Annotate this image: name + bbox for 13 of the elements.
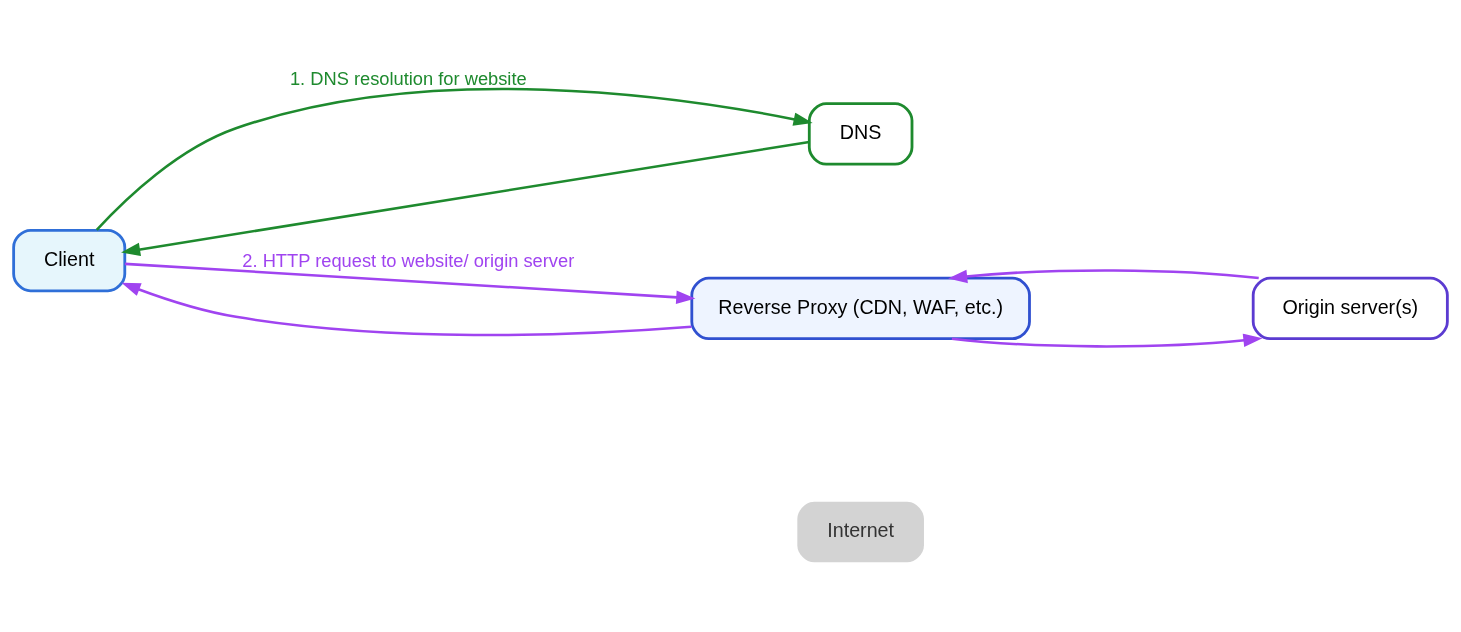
node-box: DNS	[807, 101, 914, 166]
arrow	[121, 140, 810, 256]
arrow	[124, 262, 696, 304]
arrow	[121, 282, 692, 336]
arrow	[95, 87, 813, 231]
node-box: Client	[12, 228, 127, 292]
label: Internet	[827, 518, 895, 541]
arrow	[951, 333, 1263, 348]
node-box: Reverse Proxy (CDN, WAF, etc.)	[690, 276, 1031, 340]
edge-label: 1. DNS resolution for website	[289, 67, 527, 89]
node-box: Origin server(s)	[1251, 276, 1449, 340]
edge-label: 2. HTTP request to website/ origin server	[242, 249, 575, 271]
arrow	[948, 268, 1259, 283]
